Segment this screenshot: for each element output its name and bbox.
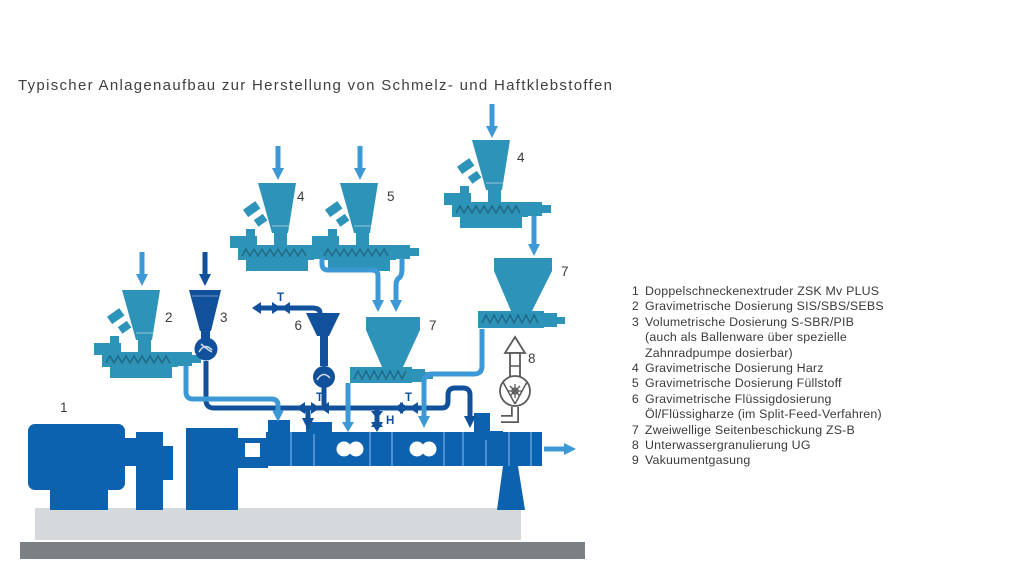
- extruder-barrel: [266, 413, 542, 510]
- coupling-block: [136, 432, 163, 510]
- valve-t-label: T: [277, 292, 284, 304]
- coupling: [125, 438, 137, 466]
- valve-h: [371, 411, 383, 427]
- label-feeder-5: 5: [387, 189, 395, 204]
- legend-item-text: Volumetrische Dosierung S-SBR/PIB (auch …: [645, 314, 855, 360]
- legend-item-number: 8: [631, 438, 639, 453]
- gearbox: [186, 428, 238, 510]
- legend-item-text: Doppelschneckenextruder ZSK Mv PLUS: [645, 284, 880, 298]
- vacuum-vent-port: [474, 413, 490, 440]
- valve-t-left: [296, 402, 329, 414]
- barrel-segments: [290, 432, 532, 466]
- hopper-lid: [494, 258, 552, 271]
- label-side-feeder-7: 7: [429, 318, 437, 333]
- feeder-3-s-sbr: [189, 290, 221, 361]
- legend-item-number: 7: [631, 422, 639, 437]
- valve-t-top: [272, 302, 290, 314]
- legend-item: 8 Unterwassergranulierung UG: [628, 438, 884, 453]
- extruder-output-arrow: [564, 443, 576, 455]
- screw-housing: [478, 311, 544, 328]
- legend-item-number: 4: [631, 361, 639, 376]
- legend-item-number: 1: [631, 284, 639, 298]
- valve-h-label: H: [386, 415, 394, 427]
- label-side-feeder-7-right: 7: [561, 264, 569, 279]
- hopper: [494, 271, 552, 311]
- liquid-piping: T T T H: [199, 252, 476, 432]
- legend-item-number: 6: [631, 391, 639, 406]
- legend-item-number: 5: [631, 376, 639, 391]
- twin-screw-icon: [336, 441, 437, 457]
- legend-item: 1 Doppelschneckenextruder ZSK Mv PLUS: [628, 284, 884, 299]
- pump-icon: [313, 366, 335, 388]
- legend-item-number: 2: [631, 299, 639, 314]
- legend-item-number: 9: [631, 453, 639, 468]
- hopper: [366, 330, 420, 367]
- label-feeder-4: 4: [297, 189, 305, 204]
- label-liquid-6: 6: [294, 318, 302, 333]
- legend-item: 6 Gravimetrische Flüssigdosierung Öl/Flü…: [628, 392, 884, 423]
- feed-port: [306, 422, 332, 434]
- screw-housing: [350, 367, 412, 383]
- hopper-lid: [366, 317, 420, 330]
- feeder-2-sis-sbs: [93, 289, 202, 379]
- extruder-drive: [28, 424, 268, 510]
- side-feeder-7-right: [478, 258, 565, 328]
- legend-item: 3 Volumetrische Dosierung S-SBR/PIB (auc…: [628, 315, 884, 361]
- legend-item: 4 Gravimetrische Dosierung Harz: [628, 361, 884, 376]
- legend: 1 Doppelschneckenextruder ZSK Mv PLUS 2 …: [628, 284, 884, 469]
- legend-item-text: Vakuumentgasung: [645, 453, 751, 468]
- legend-item: 5 Gravimetrische Dosierung Füllstoff: [628, 376, 884, 391]
- legend-item-text: Gravimetrische Dosierung Füllstoff: [645, 376, 842, 391]
- machine-base-plate: [35, 508, 521, 540]
- flow-arrow: [252, 302, 261, 314]
- valve-t-right: [394, 402, 418, 414]
- legend-item: 7 Zweiwellige Seitenbeschickung ZS-B: [628, 423, 884, 438]
- floor: [20, 542, 585, 559]
- page-title: Typischer Anlagenaufbau zur Herstellung …: [18, 77, 614, 94]
- material-flow-arrows: [136, 104, 576, 455]
- feeder-4-harz-right: [443, 139, 552, 229]
- side-feeder-7-center: [350, 317, 433, 383]
- legend-item-text: Gravimetrische Dosierung SIS/SBS/SEBS: [645, 299, 884, 314]
- valve-t-label: T: [405, 392, 412, 404]
- hopper: [189, 290, 221, 331]
- motor-foot: [50, 490, 108, 510]
- label-feeder-2: 2: [165, 310, 173, 325]
- label-granulator-8: 8: [528, 351, 536, 366]
- feed-port: [268, 420, 290, 434]
- motor: [28, 424, 125, 490]
- legend-item-text: Gravimetrische Dosierung Harz: [645, 361, 824, 376]
- label-feeder-4-right: 4: [517, 150, 525, 165]
- legend-item: 2 Gravimetrische Dosierung SIS/SBS/SEBS: [628, 299, 884, 314]
- label-feeder-3: 3: [220, 310, 228, 325]
- component-labels: 1 2 3 4 5 4 6 7 7 8: [60, 150, 569, 415]
- funnel: [306, 313, 340, 336]
- underwater-granulator-8: [499, 335, 531, 423]
- legend-item-number: 3: [631, 314, 639, 329]
- cutter-star-icon: [508, 384, 522, 398]
- legend-item-text: Gravimetrische Flüssigdosierung Öl/Flüss…: [645, 391, 882, 422]
- feeder-5-fuellstoff: [311, 182, 420, 272]
- legend-item-text: Unterwassergranulierung UG: [645, 438, 811, 453]
- legend-item: 9 Vakuumentgasung: [628, 453, 884, 468]
- valve-t-label: T: [316, 392, 323, 404]
- legend-item-text: Zweiwellige Seitenbeschickung ZS-B: [645, 422, 855, 437]
- label-extruder: 1: [60, 400, 68, 415]
- liquid-dosing-6: [306, 313, 340, 388]
- barrel-support-leg: [497, 466, 525, 510]
